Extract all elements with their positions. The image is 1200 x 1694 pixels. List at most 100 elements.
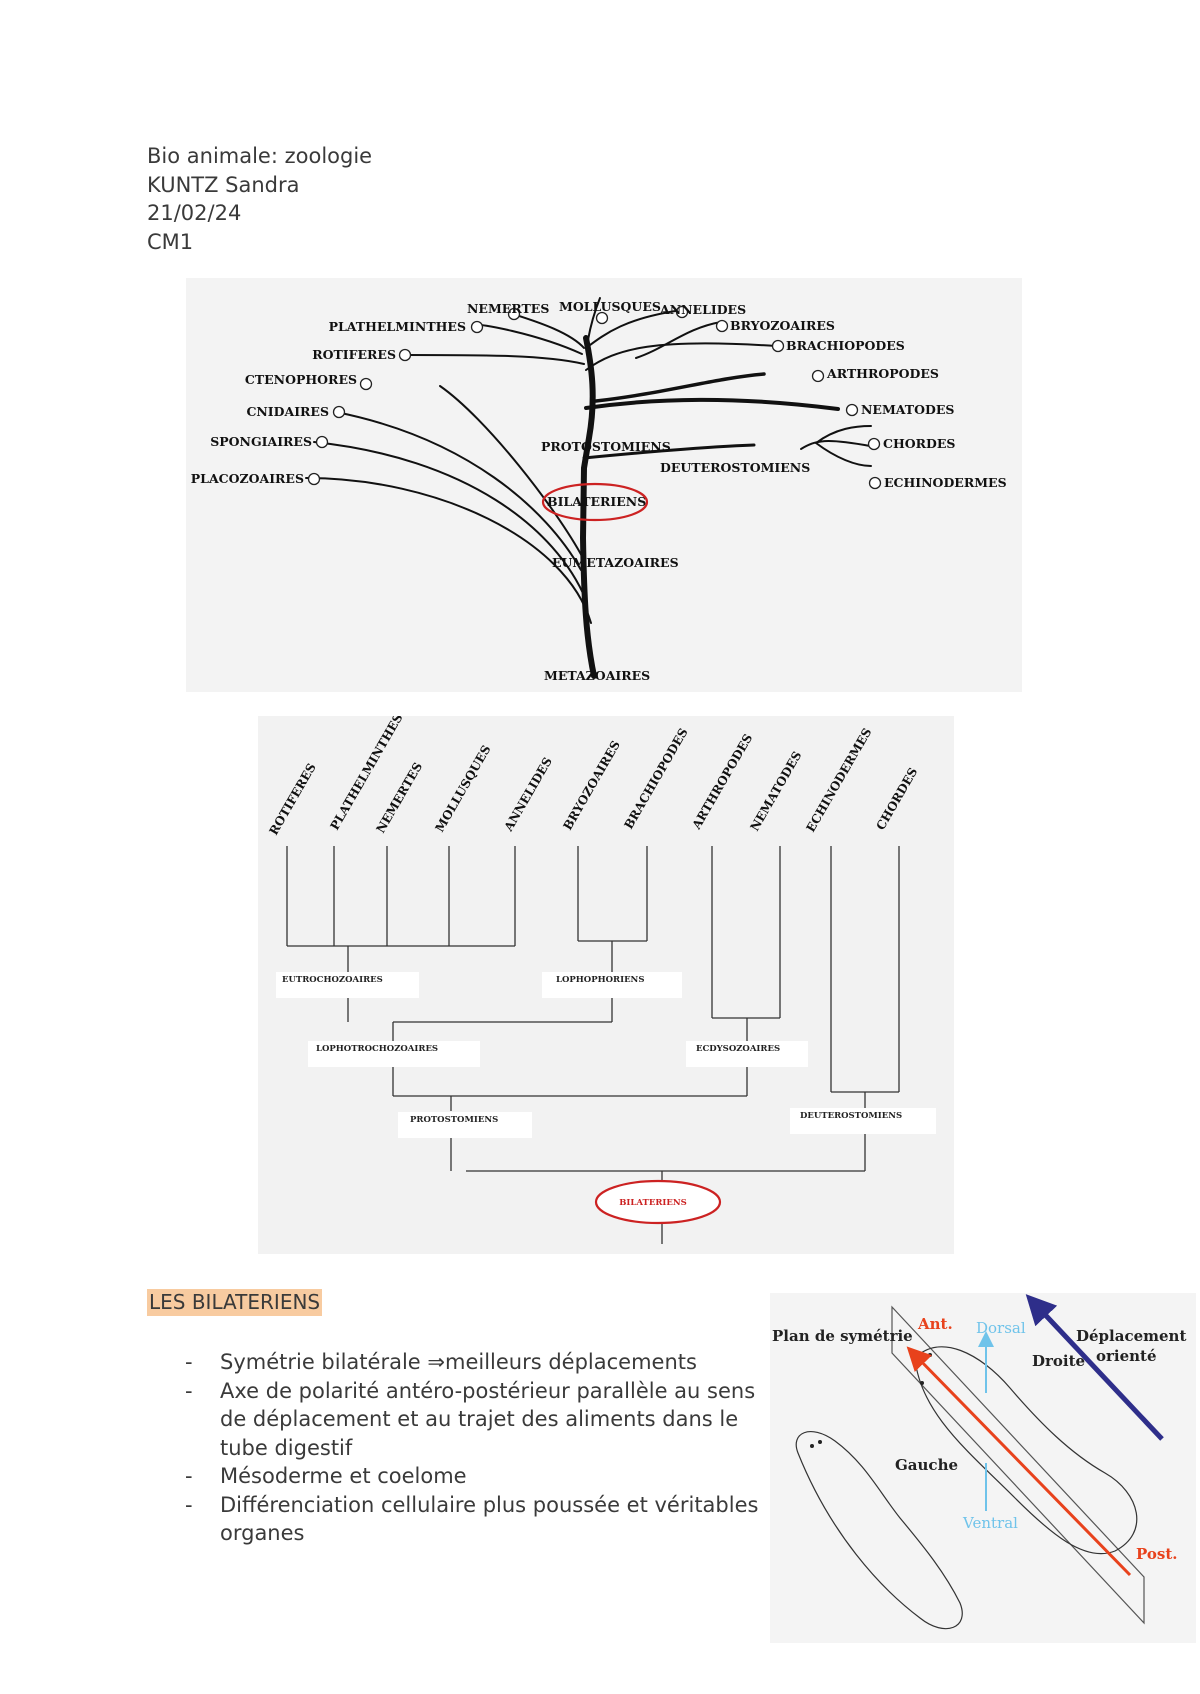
clade-label: LOPHOTROCHOZOAIRES (316, 1044, 438, 1054)
bullet-marker: - (185, 1378, 193, 1403)
leaf-label: NEMATODES (861, 402, 954, 417)
leaf-label: BRYOZOAIRES (730, 318, 835, 333)
bilaterian-cladogram-figure: ROTIFERES PLATHELMINTHES NEMERTES MOLLUS… (258, 716, 954, 1254)
branch-chordes (815, 425, 872, 444)
eye-dot (920, 1381, 924, 1385)
clade-label: EUTROCHOZOAIRES (282, 975, 383, 985)
right-label: Droite (1032, 1352, 1085, 1370)
anterior-label: Ant. (917, 1315, 953, 1333)
document-header: Bio animale: zoologie KUNTZ Sandra 21/02… (147, 142, 372, 256)
leaf-label: MOLLUSQUES (432, 743, 493, 835)
branch-bryozoaires (635, 321, 722, 359)
leaf-label: NEMERTES (373, 760, 425, 835)
leaf-label: ARTHROPODES (826, 366, 939, 381)
branch-rotiferes (407, 354, 585, 365)
posterior-label: Post. (1136, 1545, 1177, 1563)
dorsal-label: Dorsal (976, 1319, 1026, 1337)
bullet-item: - Différenciation cellulaire plus poussée… (180, 1491, 780, 1548)
node-circle (771, 339, 785, 353)
clade-box (276, 972, 419, 998)
leaf-label: ECHINODERMES (803, 726, 874, 835)
node-circle (470, 320, 484, 334)
bullet-marker: - (185, 1464, 193, 1488)
bullet-marker: - (185, 1492, 193, 1517)
bullet-item: - Mésoderme et coelome (180, 1462, 780, 1491)
leaf-label: ECHINODERMES (884, 475, 1007, 490)
anteroposterior-axis (906, 1346, 1132, 1577)
branch-ctenophores (439, 385, 584, 559)
leaf-label: ROTIFERES (266, 761, 318, 838)
node-label: METAZOAIRES (544, 668, 650, 683)
clade-label: ECDYSOZOAIRES (696, 1044, 780, 1054)
eye-dot (818, 1440, 822, 1444)
node-circle (595, 311, 609, 325)
bullet-item: -Symétrie bilatérale ⇒meilleurs déplacem… (180, 1348, 780, 1377)
symmetry-plane (891, 1305, 1145, 1625)
bullet-text: Mésoderme et coelome (220, 1464, 467, 1488)
clade-box (686, 1041, 808, 1067)
lophophoriens-bracket (577, 846, 648, 972)
teacher-name: KUNTZ Sandra (147, 172, 300, 197)
leaf-label: BRACHIOPODES (786, 338, 905, 353)
leaf-label: PLACOZOAIRES (191, 471, 304, 486)
leaf-label: CNIDAIRES (246, 404, 329, 419)
branch-spongiaires (313, 441, 587, 601)
bilateriens-highlight (594, 1179, 722, 1225)
clade-label: DEUTEROSTOMIENS (800, 1111, 902, 1121)
bullet-text: Différenciation cellulaire plus poussée … (220, 1492, 759, 1546)
trunk-line (579, 335, 597, 679)
movement-label-line2: orienté (1096, 1347, 1157, 1365)
branch-nematodes (584, 397, 840, 411)
clade-box (542, 972, 682, 998)
leaf-label: ANNELIDES (501, 755, 555, 834)
leaf-label: ROTIFERES (312, 347, 396, 362)
leaf-label: ARTHROPODES (689, 731, 755, 832)
leaf-label: BRYOZOAIRES (560, 738, 622, 832)
branch-mollusques (587, 297, 601, 341)
node-label: BILATERIENS (547, 494, 646, 509)
node-circle (675, 305, 689, 319)
eye-dot (928, 1353, 932, 1357)
clade-box (398, 1112, 532, 1138)
branch-cnidaires (335, 411, 582, 571)
leaf-label: CTENOPHORES (245, 372, 357, 387)
section-title: LES BILATERIENS (147, 1289, 323, 1316)
protostomes-join (392, 1066, 748, 1097)
branch-echinodermes (815, 442, 872, 467)
symmetry-svg: Plan de symétrie Ant. Dorsal Déplacement… (772, 1294, 1186, 1630)
ecdysozoa-bracket (711, 846, 781, 1019)
node-circle (867, 437, 881, 451)
node-label: EUMETAZOAIRES (552, 555, 679, 570)
leaf-label: BRACHIOPODES (621, 726, 690, 832)
bullet-text: Symétrie bilatérale ⇒meilleurs déplaceme… (220, 1350, 697, 1374)
leaf-label: CHORDES (873, 765, 920, 832)
clade-label: PROTOSTOMIENS (410, 1115, 498, 1125)
connector-line (392, 1018, 748, 1042)
plane-label: Plan de symétrie (772, 1327, 913, 1345)
leaf-label: CHORDES (883, 436, 955, 451)
node-circle (398, 348, 412, 362)
node-circle (811, 369, 825, 383)
eutrochozoa-bracket (286, 846, 516, 947)
node-label: PROTOSTOMIENS (541, 439, 671, 454)
eye-dot (810, 1444, 814, 1448)
clade-box (308, 1041, 480, 1067)
metazoan-tree-svg: NEMERTES MOLLUSQUES ANNELIDES PLATHELMIN… (191, 297, 1007, 683)
metazoan-tree-figure: NEMERTES MOLLUSQUES ANNELIDES PLATHELMIN… (186, 278, 1022, 692)
branch-deuterostomiens (582, 443, 756, 460)
session-label: CM1 (147, 229, 194, 254)
bilateria-join (450, 1134, 866, 1172)
leaf-label: MOLLUSQUES (559, 299, 661, 314)
bilaterian-cladogram-svg: ROTIFERES PLATHELMINTHES NEMERTES MOLLUS… (266, 716, 936, 1244)
lecture-date: 21/02/24 (147, 201, 242, 225)
movement-arrow (1025, 1294, 1164, 1441)
node-circle (868, 476, 882, 490)
left-label: Gauche (895, 1456, 958, 1474)
deuterostomes-bracket (830, 846, 900, 1093)
clade-box (790, 1108, 936, 1134)
bullet-item: - Axe de polarité antéro-postérieur paral… (180, 1377, 780, 1463)
bullet-text: Axe de polarité antéro-postérieur parall… (220, 1378, 756, 1460)
node-label: DEUTEROSTOMIENS (660, 460, 810, 475)
node-circle (332, 405, 346, 419)
body-outline-left (795, 1431, 963, 1630)
